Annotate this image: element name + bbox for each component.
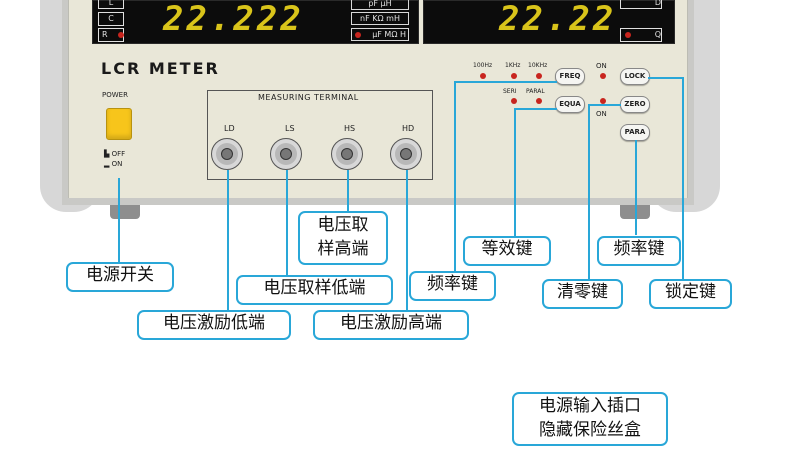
terminal-title: MEASURING TERMINAL (258, 93, 359, 102)
callout-equivalent-key: 等效键 (463, 236, 551, 266)
connector-label-hs: HS (344, 124, 356, 133)
callout-frequency-key-left: 频率键 (409, 271, 496, 301)
leader-power (118, 178, 120, 263)
on-label: ON (111, 160, 123, 168)
power-label: POWER (102, 91, 128, 99)
leader-para (635, 140, 637, 235)
on-icon: ▂ (104, 160, 110, 168)
callout-excitation-low: 电压激励低端 (137, 310, 291, 340)
unit-row-3: μF MΩ H (351, 28, 409, 41)
model-title: LCR METER (101, 59, 220, 78)
secondary-readout: 22.22 (499, 0, 617, 39)
leader-freq-h (454, 81, 557, 83)
key-l[interactable]: L (98, 0, 124, 9)
off-indicator: ▙ OFF (104, 150, 125, 158)
key-d[interactable]: D (620, 0, 662, 9)
freq-label-1khz: 1KHz (505, 62, 521, 69)
unit-row-1: pF μH (351, 0, 409, 10)
led-lock (600, 73, 606, 79)
callout-power-switch: 电源开关 (66, 262, 174, 292)
callout-power-socket-line2: 隐藏保险丝盒 (539, 420, 641, 440)
led-seri (511, 98, 517, 104)
freq-label-100hz: 100Hz (473, 62, 493, 69)
connector-label-ls: LS (285, 124, 295, 133)
leader-ls (286, 170, 288, 275)
freq-label-10khz: 10KHz (528, 62, 548, 69)
callout-voltage-sample-high: 电压取 样高端 (298, 211, 388, 265)
leader-equa-v (514, 108, 516, 236)
connector-ld[interactable] (211, 138, 243, 170)
key-r-label: R (102, 30, 108, 39)
leader-zero-v (588, 104, 590, 280)
led-10khz (536, 73, 542, 79)
led-100hz (480, 73, 486, 79)
r-indicator-led (118, 32, 124, 38)
unit-indicator-led (355, 32, 361, 38)
leader-hs (347, 170, 349, 212)
callout-frequency-key-right: 频率键 (597, 236, 681, 266)
off-icon: ▙ (104, 150, 110, 158)
callout-excitation-high: 电压激励高端 (313, 310, 469, 340)
callout-voltage-sample-low: 电压取样低端 (236, 275, 393, 305)
primary-readout: 22.222 (163, 0, 304, 39)
key-c[interactable]: C (98, 12, 124, 26)
connector-hs[interactable] (331, 138, 363, 170)
zero-on-label: ON (596, 110, 607, 118)
equa-key[interactable]: EQUA (555, 96, 585, 113)
primary-display: L C R 22.222 pF μH nF KΩ mH μF MΩ H (92, 0, 419, 44)
unit-row-2: nF KΩ mH (351, 12, 409, 25)
on-indicator: ▂ ON (104, 160, 122, 168)
leader-lock-v (682, 77, 684, 280)
leader-ld (227, 170, 229, 310)
callout-power-socket-line1: 电源输入插口 (539, 396, 641, 416)
left-foot (110, 205, 140, 219)
leader-lock-h (648, 77, 684, 79)
para-key[interactable]: PARA (620, 124, 650, 141)
led-1khz (511, 73, 517, 79)
freq-key[interactable]: FREQ (555, 68, 585, 85)
zero-key[interactable]: ZERO (620, 96, 650, 113)
measuring-terminal-box (207, 90, 433, 180)
key-q[interactable]: Q (620, 28, 662, 42)
callout-lock-key: 锁定键 (649, 279, 732, 309)
q-indicator-led (625, 32, 631, 38)
callout-power-socket: 电源输入插口 隐藏保险丝盒 (512, 392, 668, 446)
connector-hd[interactable] (390, 138, 422, 170)
lock-on-label: ON (596, 62, 607, 70)
callout-voltage-sample-high-line1: 电压取 (317, 215, 369, 235)
callout-voltage-sample-high-line2: 样高端 (317, 239, 369, 259)
connector-label-hd: HD (402, 124, 415, 133)
leader-freq-v (454, 81, 456, 271)
connector-ls[interactable] (270, 138, 302, 170)
lock-key[interactable]: LOCK (620, 68, 650, 85)
leader-equa-h (514, 108, 557, 110)
callout-clear-zero-key: 清零键 (542, 279, 623, 309)
mode-label-seri: SERI (503, 88, 517, 95)
leader-hd (406, 170, 408, 310)
leader-zero-h (588, 104, 621, 106)
connector-label-ld: LD (224, 124, 235, 133)
off-label: OFF (111, 150, 126, 158)
mode-label-paral: PARAL (526, 88, 545, 95)
secondary-display: 22.22 D Q (423, 0, 675, 44)
led-zero (600, 98, 606, 104)
led-paral (536, 98, 542, 104)
power-button[interactable] (106, 108, 132, 140)
